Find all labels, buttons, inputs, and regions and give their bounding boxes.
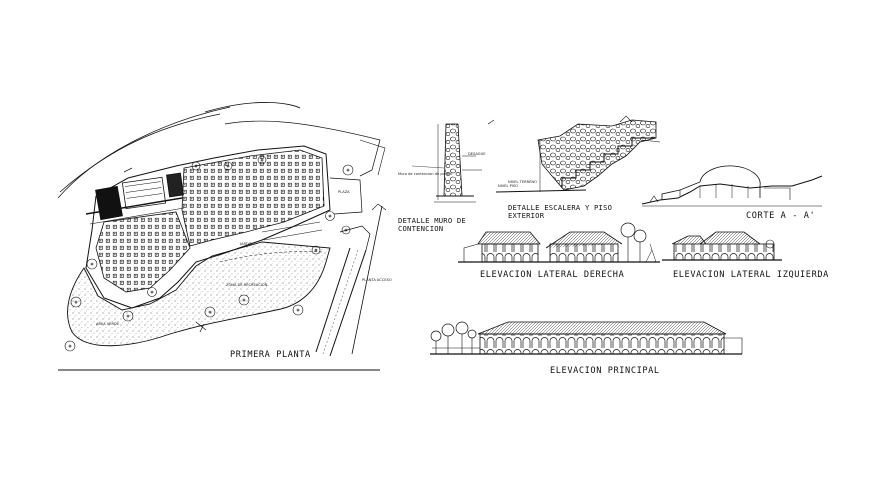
detail-note-floor: NIVEL PISO [498,184,518,188]
elevation-left-title: ELEVACION LATERAL IZQUIERDA [673,270,829,280]
detail-stair-title: DETALLE ESCALERA Y PISO EXTERIOR [508,204,638,220]
section-title: CORTE A - A' [746,211,816,221]
detail-wall-line3: CONTENCION [398,224,444,233]
elevation-main [430,321,743,355]
section-a-a [641,165,823,207]
plan-note-access: PLANTA ACCESO [362,278,392,282]
detail-wall-title: DETALLE MURO DE CONTENCION [398,217,478,233]
detail-note-wall: Muro de contencion de piedra [398,172,452,176]
detail-note-ground: NIVEL TERRENO [508,180,537,184]
detail-note-drain: DESAGUE [468,152,486,156]
plan-note-garden: JARDIN [240,242,253,246]
plan-note-plaza: PLAZA [338,190,350,194]
detail-retaining-wall [411,119,495,203]
detail-wall-line2: MURO DE [434,216,466,225]
plan-note-recreation: ZONA DE RECREACION [226,283,268,287]
detail-stair-line1: DETALLE [508,203,540,212]
plan-note-green-area: AREA VERDE [96,322,120,326]
elevation-left [662,231,782,261]
detail-wall-line1: DETALLE [398,216,430,225]
elevation-right [458,222,660,263]
plan-title: PRIMERA PLANTA [230,350,311,360]
elevation-right-title: ELEVACION LATERAL DERECHA [480,270,625,280]
elevation-main-title: ELEVACION PRINCIPAL [550,366,660,376]
detail-stair-floor [495,115,661,193]
floor-plan [57,102,387,371]
detail-stair-line2: ESCALERA Y PISO [544,203,613,212]
detail-stair-line3: EXTERIOR [508,211,545,220]
